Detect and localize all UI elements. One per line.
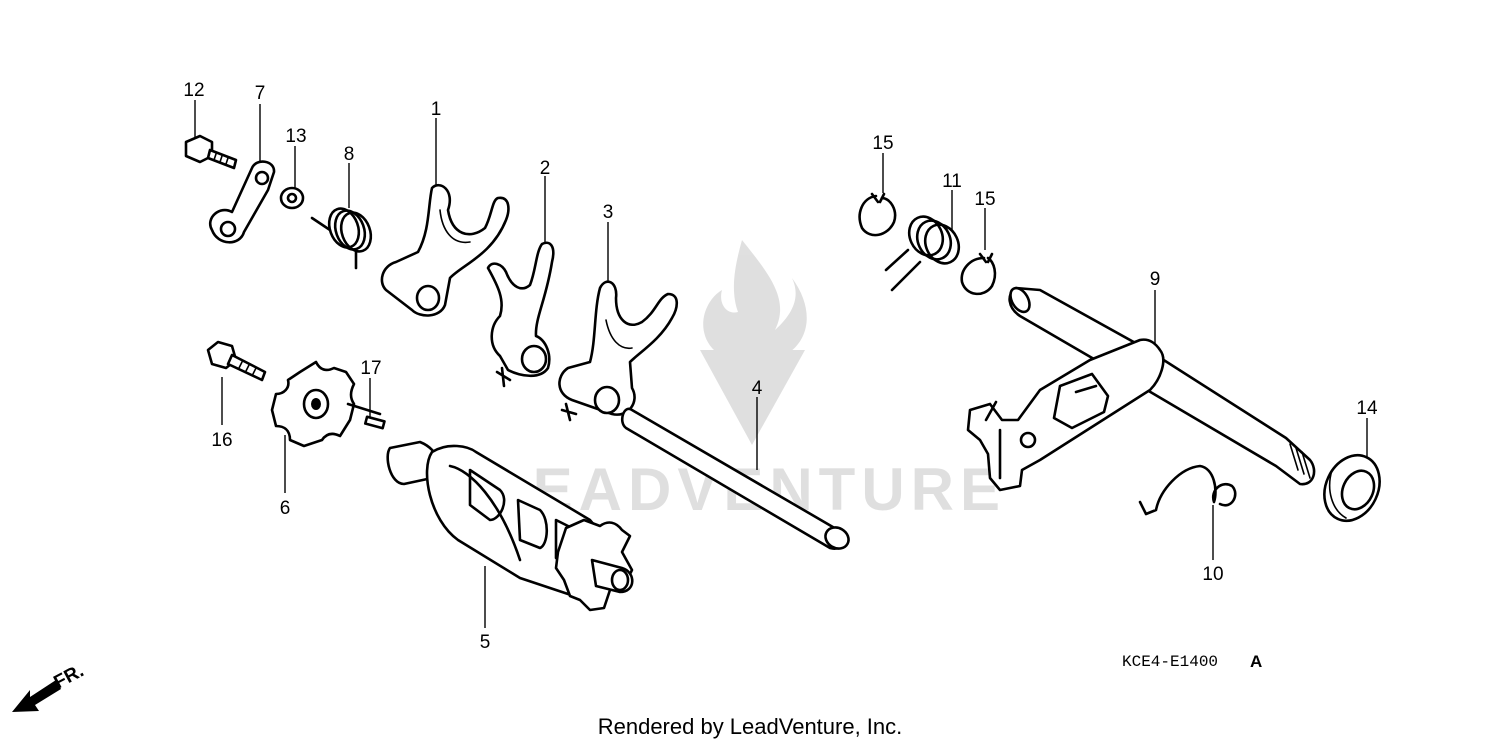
part-7-stopper-arm (209, 160, 276, 244)
part-13-washer (279, 186, 305, 210)
part-16-bolt (206, 340, 267, 382)
callout-2: 2 (540, 158, 551, 179)
callout-6: 6 (280, 498, 291, 519)
part-15-circlip-a (858, 192, 897, 237)
callout-1: 1 (431, 99, 442, 120)
callout-14: 14 (1356, 398, 1378, 419)
callout-15-b: 15 (974, 189, 995, 210)
part-14-oil-seal (1323, 453, 1381, 523)
callout-15-a: 15 (872, 133, 893, 154)
callout-9: 9 (1150, 269, 1161, 290)
part-10-return-spring (1138, 464, 1237, 516)
footer-credit: Rendered by LeadVenture, Inc. (597, 714, 903, 739)
callout-7: 7 (255, 83, 266, 104)
callout-13: 13 (285, 126, 306, 147)
front-arrow-icon (12, 680, 61, 712)
diagram-code-text: KCE4-E1400 (1122, 653, 1218, 671)
part-8-spring (310, 207, 373, 270)
callout-16: 16 (211, 430, 232, 451)
front-direction-indicator: FR. (12, 661, 87, 712)
callout-labels: 1 2 3 4 5 6 7 8 9 10 11 12 13 14 15 15 1… (183, 80, 1378, 653)
diagram-code-suffix: A (1250, 652, 1262, 671)
watermark-v-icon (700, 350, 805, 445)
part-3-shift-fork (558, 280, 679, 422)
callout-4: 4 (752, 378, 763, 399)
part-6-stopper-plate (270, 360, 382, 448)
callout-8: 8 (344, 144, 355, 165)
diagram-code: KCE4-E1400 A (1122, 652, 1262, 671)
part-9-gearshift-spindle (966, 286, 1316, 492)
callout-12: 12 (183, 80, 204, 101)
callout-5: 5 (480, 632, 491, 653)
part-5-shift-drum (386, 440, 634, 612)
part-2-shift-fork (486, 241, 555, 388)
watermark-flame-icon (703, 240, 807, 363)
callout-11: 11 (942, 171, 962, 192)
leader-lines (194, 100, 1368, 628)
callout-3: 3 (603, 202, 614, 223)
part-12-bolt (184, 134, 238, 170)
part-17-dowel-pin (363, 415, 386, 430)
part-1-shift-fork (380, 183, 510, 317)
part-4-shaft (620, 407, 850, 550)
callout-17: 17 (360, 358, 381, 379)
callout-10: 10 (1202, 564, 1223, 585)
part-11-spring (884, 215, 961, 292)
part-15-circlip-b (960, 252, 997, 296)
